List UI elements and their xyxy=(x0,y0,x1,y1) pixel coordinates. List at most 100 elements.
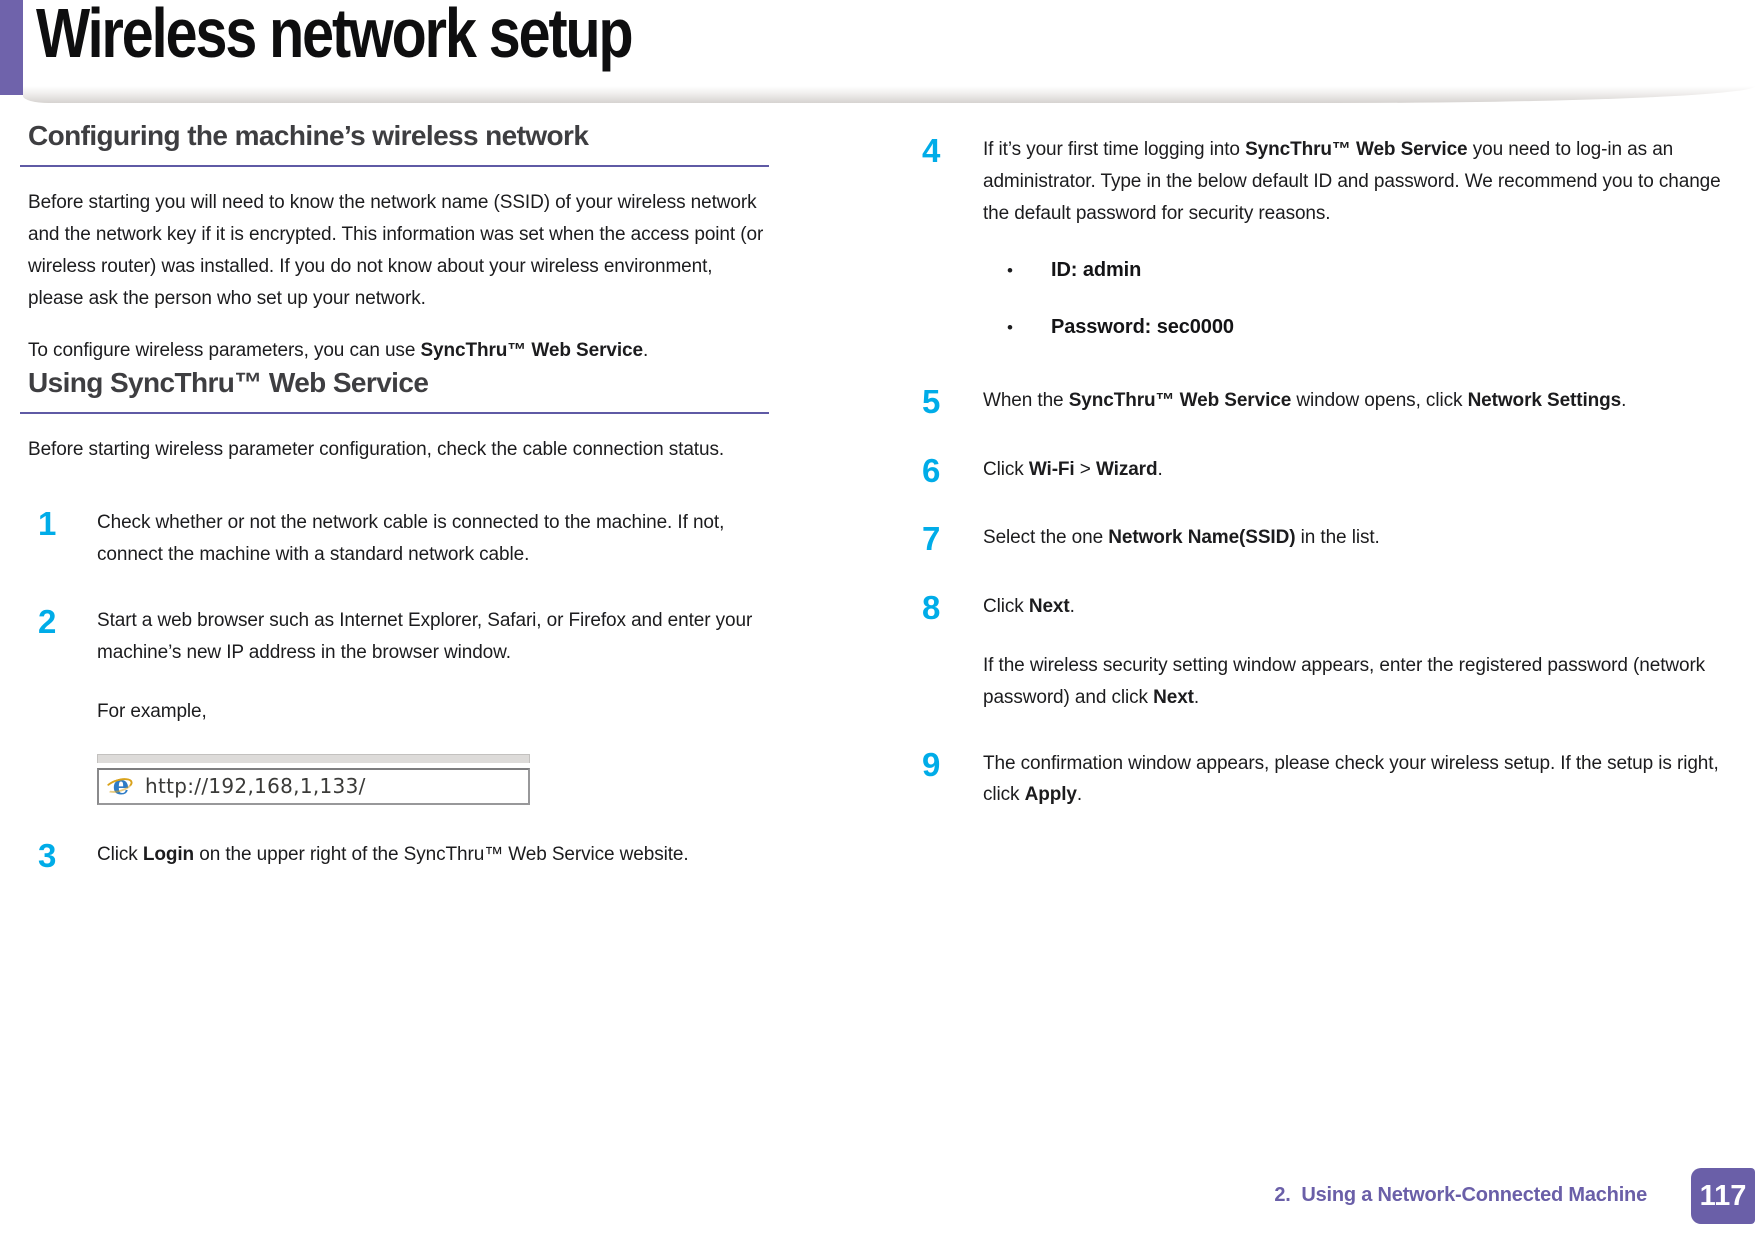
paragraph: Select the one Network Name(SSID) in the… xyxy=(983,522,1726,554)
step-6: 6 Click Wi-Fi > Wizard. xyxy=(920,451,1726,489)
text-run: . xyxy=(1069,595,1075,617)
step-number: 8 xyxy=(922,588,941,626)
text-run-bold: Next xyxy=(1028,595,1070,617)
text-run: Check whether or not the network cable i… xyxy=(97,512,725,566)
browser-address-bar-screenshot: e http://192,168,1,133/ xyxy=(97,753,530,805)
text-run: The confirmation window appears, please … xyxy=(983,752,1719,806)
step-text: Select the one Network Name(SSID) in the… xyxy=(983,522,1726,557)
bullet-label: Password: sec0000 xyxy=(1051,316,1234,339)
text-run: you need to log-in as an administrator. … xyxy=(983,139,1721,224)
paragraph: Click Wi-Fi > Wizard. xyxy=(983,454,1726,486)
paragraph-cable-status: Before starting wireless parameter confi… xyxy=(28,438,725,460)
step-3: 3 Click Login on the upper right of the … xyxy=(28,836,769,874)
text-run: Click xyxy=(983,595,1029,617)
text-run: . xyxy=(1621,389,1627,411)
browser-toolbar-gap xyxy=(97,762,530,768)
step-5: 5 When the SyncThru™ Web Service window … xyxy=(920,382,1726,420)
bullet-dot: • xyxy=(1007,318,1013,338)
text-run-bold: SyncThru™ Web Service xyxy=(1068,389,1292,411)
page-number-badge: 117 xyxy=(1691,1168,1755,1224)
step-1: 1 Check whether or not the network cable… xyxy=(28,507,769,571)
step-number: 3 xyxy=(38,836,57,874)
text-run-bold: Network Settings xyxy=(1467,389,1622,411)
left-column: Configuring the machine’s wireless netwo… xyxy=(20,120,769,874)
bullet-list: • ID: admin • Password: sec0000 xyxy=(1007,254,1726,345)
step-number: 5 xyxy=(922,382,941,420)
steps-list-left: 1 Check whether or not the network cable… xyxy=(28,507,769,873)
section-heading-using-syncthru: Using SyncThru™ Web Service xyxy=(28,366,429,398)
section-heading-rule xyxy=(20,411,769,414)
step-text: Click Login on the upper right of the Sy… xyxy=(97,839,769,874)
browser-toolbar-strip xyxy=(97,753,530,763)
text-run: Click xyxy=(97,843,143,865)
bullet-item: • Password: sec0000 xyxy=(1007,311,1726,345)
step-text: If it’s your first time logging into Syn… xyxy=(983,134,1726,345)
step-9: 9 The confirmation window appears, pleas… xyxy=(920,745,1726,812)
text-run: window opens, click xyxy=(1291,389,1468,411)
text-run: When the xyxy=(983,389,1069,411)
section-heading-configuring: Configuring the machine’s wireless netwo… xyxy=(28,120,589,151)
text-run: . xyxy=(642,339,649,361)
step-text: Check whether or not the network cable i… xyxy=(97,507,769,571)
step-text: Click Wi-Fi > Wizard. xyxy=(983,454,1726,489)
paragraph: If the wireless security setting window … xyxy=(983,650,1726,714)
chapter-accent-bar xyxy=(0,0,23,95)
text-run: > xyxy=(1074,458,1096,480)
text-run: If it’s your first time logging into xyxy=(983,139,1246,160)
text-run-bold: Apply xyxy=(1024,784,1077,806)
text-run: Click xyxy=(983,458,1029,480)
paragraph: Click Login on the upper right of the Sy… xyxy=(97,839,769,871)
step-number: 4 xyxy=(922,132,941,169)
bullet-label: ID: admin xyxy=(1051,258,1142,281)
text-run-bold: SyncThru™ Web Service xyxy=(1245,139,1468,160)
text-run: Start a web browser such as Internet Exp… xyxy=(97,610,753,664)
step-2: 2 Start a web browser such as Internet E… xyxy=(28,603,769,805)
paragraph: If it’s your first time logging into Syn… xyxy=(983,134,1726,230)
text-run-bold: Wi-Fi xyxy=(1028,458,1075,480)
example-label: For example, xyxy=(97,701,207,723)
paragraph-intro: Before starting you will need to know th… xyxy=(28,192,764,309)
text-run-bold: Login xyxy=(142,843,195,865)
text-run: in the list. xyxy=(1295,527,1380,549)
browser-address-field: e http://192,168,1,133/ xyxy=(97,767,530,805)
step-7: 7 Select the one Network Name(SSID) in t… xyxy=(920,522,1726,557)
step-text: The confirmation window appears, please … xyxy=(983,748,1726,812)
paragraph-configure: To configure wireless parameters, you ca… xyxy=(28,335,769,367)
bullet-dot: • xyxy=(1007,260,1013,280)
address-url-text: http://192,168,1,133/ xyxy=(145,773,366,798)
text-run: . xyxy=(1076,784,1083,806)
bullet-item: • ID: admin xyxy=(1007,254,1726,288)
step-number: 7 xyxy=(922,520,941,558)
internet-explorer-icon: e xyxy=(108,773,134,800)
steps-list-right: 4 If it’s your first time logging into S… xyxy=(920,132,1726,812)
text-run: . xyxy=(1157,458,1163,480)
text-run-bold: Wizard xyxy=(1095,458,1158,480)
title-divider-gradient xyxy=(23,86,1755,103)
step-4: 4 If it’s your first time logging into S… xyxy=(920,132,1726,345)
step-number: 6 xyxy=(922,451,941,489)
step-text: When the SyncThru™ Web Service window op… xyxy=(983,385,1726,420)
text-run: If the wireless security setting window … xyxy=(983,654,1706,708)
text-run-bold: Network Name(SSID) xyxy=(1108,527,1296,549)
step-number: 1 xyxy=(38,505,57,543)
step-text: Click Next. If the wireless security set… xyxy=(983,591,1726,714)
text-run: Select the one xyxy=(983,527,1109,549)
step-text: Start a web browser such as Internet Exp… xyxy=(97,605,769,805)
text-run: . xyxy=(1193,686,1200,708)
section-heading-rule xyxy=(20,165,769,167)
step-number: 9 xyxy=(922,745,941,783)
text-run: on the upper right of the SyncThru™ Web … xyxy=(194,843,689,865)
paragraph: When the SyncThru™ Web Service window op… xyxy=(983,385,1726,417)
step-8: 8 Click Next. If the wireless security s… xyxy=(920,588,1726,714)
footer-chapter-label: 2. Using a Network-Connected Machine xyxy=(1274,1184,1647,1206)
paragraph: The confirmation window appears, please … xyxy=(983,748,1726,812)
paragraph: Check whether or not the network cable i… xyxy=(97,507,769,571)
step-number: 2 xyxy=(38,603,57,641)
text-run: To configure wireless parameters, you ca… xyxy=(28,339,421,361)
text-run-bold: SyncThru™ Web Service xyxy=(420,339,643,361)
paragraph: Start a web browser such as Internet Exp… xyxy=(97,605,769,669)
paragraph: Click Next. xyxy=(983,591,1726,623)
right-column: 4 If it’s your first time logging into S… xyxy=(920,132,1726,812)
page-title: Wireless network setup xyxy=(36,0,634,72)
text-run-bold: Next xyxy=(1153,686,1194,708)
